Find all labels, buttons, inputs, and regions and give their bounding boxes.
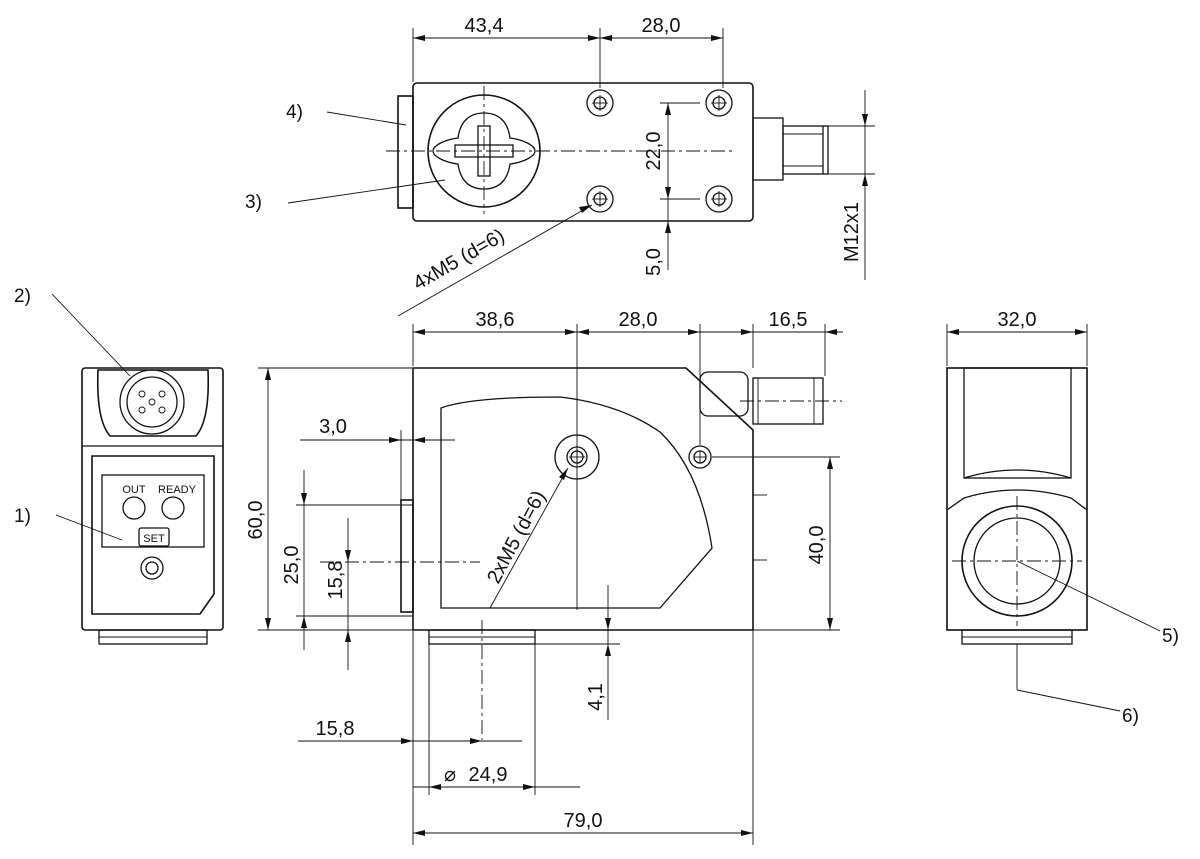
callout-4: 4) (286, 102, 303, 123)
front-panel-view (51, 293, 224, 645)
dim-height-total: 60,0 (245, 501, 267, 540)
dim-connector-thread: M12x1 (841, 202, 863, 262)
dim-lens-offset: 3,0 (319, 416, 347, 438)
led-ready-label: READY (158, 484, 197, 496)
dim-side-connector-len: 16,5 (769, 309, 808, 331)
dim-top-hole-spacing: 22,0 (643, 132, 665, 171)
dim-top-edge-offset: 5,0 (643, 248, 665, 276)
diameter-symbol-bottom: ⌀ (444, 764, 456, 786)
set-button-label: SET (143, 533, 165, 545)
side-view (258, 324, 843, 845)
dim-side-holes: 2xM5 (d=6) (483, 487, 550, 587)
dim-top-width-1: 43,4 (465, 15, 504, 37)
callout-3: 3) (245, 192, 262, 213)
end-view (946, 324, 1161, 712)
callout-6: 6) (1122, 706, 1139, 727)
led-out-label: OUT (122, 484, 146, 496)
dim-top-holes: 4xM5 (d=6) (409, 225, 508, 295)
dim-bottom-lens-diameter: 24,9 (469, 764, 508, 786)
dim-bottom-offset: 4,1 (585, 683, 607, 711)
dim-side-width-2: 28,0 (619, 309, 658, 331)
dim-side-width-1: 38,6 (476, 309, 515, 331)
dim-lens-center-height: 15,8 (325, 561, 347, 600)
dim-top-width-2: 28,0 (642, 15, 681, 37)
callout-1: 1) (14, 506, 31, 527)
dim-lens-diameter: 25,0 (281, 546, 303, 585)
dim-bottom-lens-offset: 15,8 (316, 718, 355, 740)
dim-front-width: 32,0 (998, 309, 1037, 331)
callout-2: 2) (14, 286, 31, 307)
callout-5: 5) (1162, 626, 1179, 647)
dim-total-length: 79,0 (564, 810, 603, 832)
top-view (386, 28, 875, 317)
dim-hole-height: 40,0 (806, 526, 828, 565)
